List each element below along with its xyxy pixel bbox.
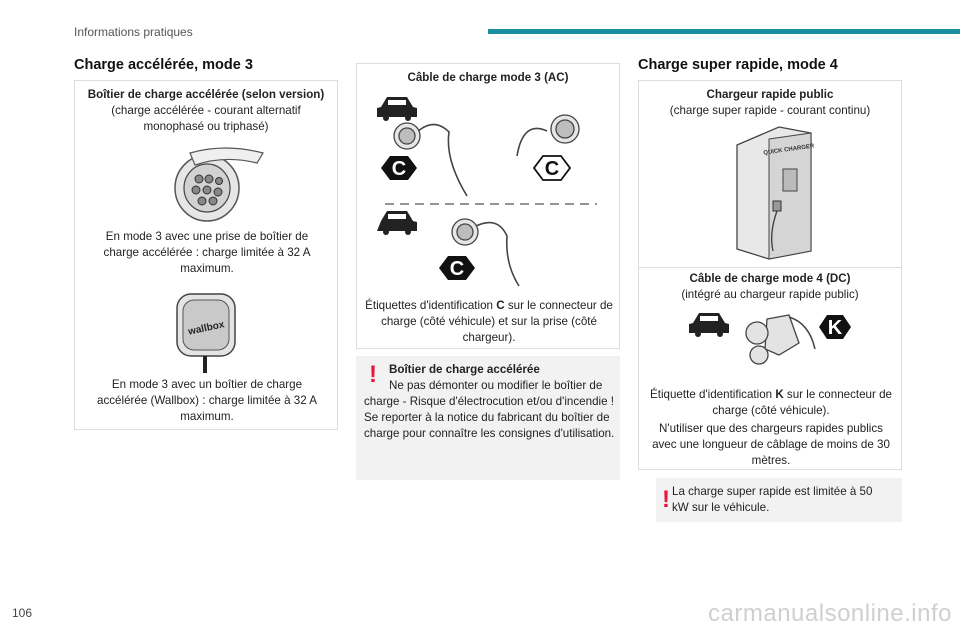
- mode4-cable-length-note: N'utiliser que des chargeurs rapides pub…: [652, 422, 890, 467]
- warning-box-wallbox: ! Boîtier de charge accélérée Ne pas dém…: [356, 356, 620, 480]
- quick-charger-illustration: QUICK CHARGER: [736, 126, 815, 260]
- mode4-caption-post: sur le connecteur de charge (côté véhicu…: [712, 388, 892, 417]
- badge-c-outline: [532, 155, 572, 181]
- section-title-mode4: Charge super rapide, mode 4: [638, 57, 838, 73]
- quick-charger-subtitle: (charge super rapide - courant continu): [669, 104, 871, 117]
- wallbox-illustration: wallbox: [176, 293, 236, 373]
- quick-charger-heading: Chargeur rapide public: [706, 88, 834, 101]
- mode3-cable-illustration: C C C: [377, 97, 597, 287]
- page-number: 106: [12, 606, 33, 620]
- mode3-cable-box: Câble de charge mode 3 (AC) C C: [356, 63, 620, 349]
- warning-icon: !: [369, 361, 377, 388]
- section-title-mode3: Charge accélérée, mode 3: [74, 57, 253, 73]
- mode4-caption-pre: Étiquette d'identification: [650, 388, 776, 401]
- cable-caption-bold: C: [496, 299, 505, 312]
- warning-text: Ne pas démonter ou modifier le boîtier d…: [364, 379, 615, 440]
- car-icon: [377, 97, 417, 121]
- mode4-cable-subtitle: (intégré au chargeur rapide public): [681, 288, 859, 301]
- badge-c-text-1: C: [392, 158, 406, 180]
- cable-caption-post: sur le connecteur de charge (côté véhicu…: [381, 299, 613, 344]
- warning-icon: !: [662, 486, 670, 513]
- mode4-cable-heading: Câble de charge mode 4 (DC): [689, 272, 851, 285]
- divider: [639, 267, 901, 268]
- mode4-caption-bold: K: [775, 388, 784, 401]
- superfast-warning-text: La charge super rapide est limitée à 50 …: [672, 485, 873, 514]
- badge-c-text-2: C: [545, 158, 559, 180]
- mode4-caption: Étiquette d'identification K sur le conn…: [647, 387, 895, 419]
- socket-caption: En mode 3 avec une prise de boîtier de c…: [103, 230, 311, 275]
- running-header: Informations pratiques: [74, 25, 193, 39]
- cable-caption-pre: Étiquettes d'identification: [365, 299, 497, 312]
- badge-c-filled: [381, 156, 417, 180]
- badge-k: [819, 315, 851, 339]
- mode4-connector-illustration: K: [689, 313, 851, 365]
- cable-box-heading: Câble de charge mode 3 (AC): [407, 71, 569, 84]
- badge-c-text-3: C: [450, 258, 464, 280]
- warning-title: Boîtier de charge accélérée: [389, 363, 540, 376]
- badge-c-filled-2: [439, 256, 475, 280]
- header-accent-bar: [488, 29, 960, 34]
- box-subtitle: (charge accélérée - courant alternatif m…: [111, 104, 301, 133]
- warning-box-superfast: ! La charge super rapide est limitée à 5…: [656, 478, 902, 522]
- wallbox-caption: En mode 3 avec un boîtier de charge accé…: [97, 378, 317, 423]
- badge-k-text: K: [828, 317, 843, 339]
- wallbox-info-box: Boîtier de charge accélérée (selon versi…: [74, 80, 338, 430]
- watermark: carmanualsonline.info: [708, 600, 952, 627]
- quick-charger-box: Chargeur rapide public (charge super rap…: [638, 80, 902, 470]
- socket-illustration: [174, 147, 264, 222]
- box-heading: Boîtier de charge accélérée (selon versi…: [87, 88, 325, 101]
- cable-caption: Étiquettes d'identification C sur le con…: [365, 298, 613, 346]
